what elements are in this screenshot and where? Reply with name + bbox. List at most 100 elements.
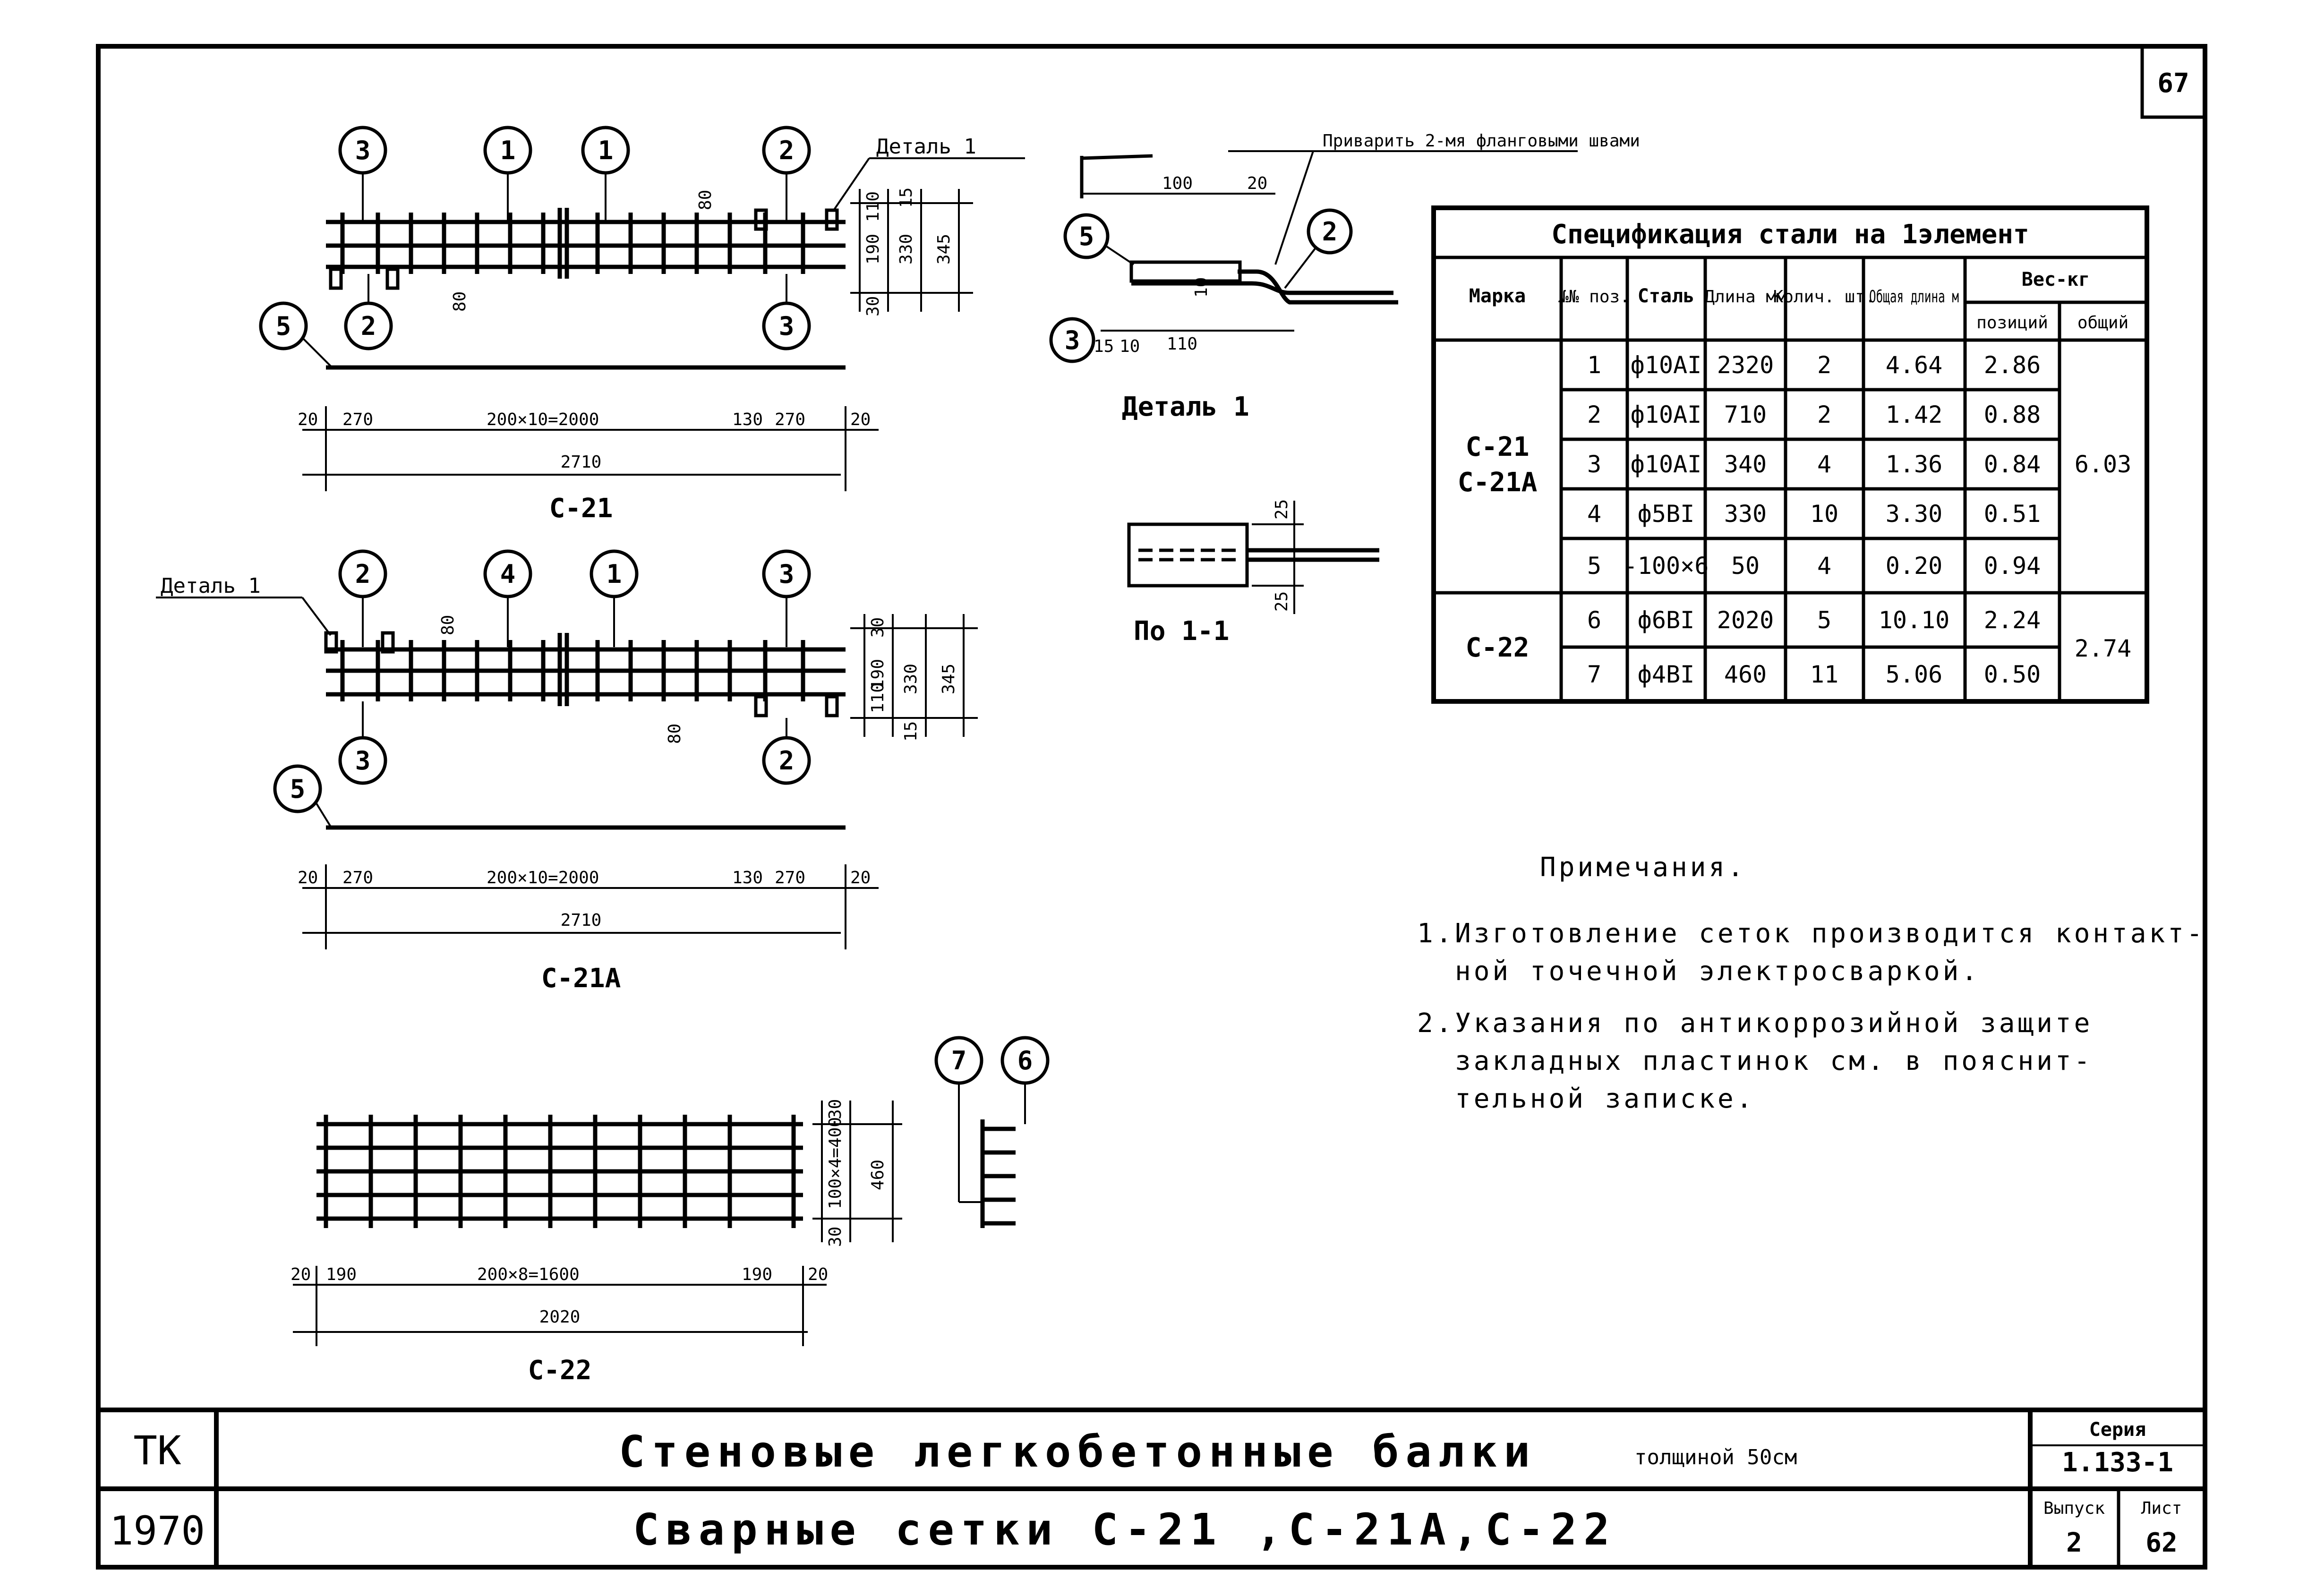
mark-cell: С-21А — [1458, 467, 1538, 498]
section-dim: 25 — [1272, 499, 1291, 520]
table-row: 4 ф5ВI 330 10 3.30 0.51 — [1587, 500, 2041, 528]
drawing-label: С-22 — [528, 1355, 592, 1386]
dim-bottom: 200×10=2000 — [487, 410, 599, 429]
drawing-c21: 3 1 1 2 Деталь 1 80 — [259, 126, 1025, 524]
dim-right: 345 — [939, 664, 958, 694]
dim-bottom: 20 — [850, 410, 871, 429]
bubble-label: 2 — [355, 559, 371, 589]
detail-dim: 110 — [1167, 334, 1197, 354]
bubble-label: 2 — [1322, 217, 1338, 247]
drawing-c22: 30 100×4=400 30 460 7 6 20 190 200×8=160… — [291, 1036, 1050, 1386]
bubble-label: 5 — [1079, 222, 1094, 251]
bubble-label: 2 — [779, 136, 795, 165]
series-value: 1.133-1 — [2062, 1447, 2173, 1478]
dim-right: 100×4=400 — [826, 1117, 845, 1209]
bubble-label: 1 — [598, 136, 614, 165]
bubble-label: 1 — [607, 559, 622, 589]
cell-total-length: 1.36 — [1886, 451, 1942, 478]
dim-right: 15 — [897, 188, 916, 208]
cell-length: 50 — [1731, 552, 1760, 580]
dim-bottom: 20 — [291, 1265, 311, 1284]
detail-note: Приварить 2-мя фланговыми швами — [1323, 131, 1640, 151]
dim-right: 30 — [826, 1099, 845, 1119]
bubble-label: 3 — [1065, 325, 1080, 355]
sheet-label: Лист — [2141, 1499, 2182, 1518]
cell-steel: ф6ВI — [1638, 606, 1694, 634]
cell-pos: 2 — [1587, 401, 1601, 428]
cell-steel: ф10АI — [1631, 451, 1702, 478]
notes: Примечания. 1. Изготовление сеток произв… — [1417, 852, 2203, 1114]
cell-total-length: 10.10 — [1879, 606, 1950, 634]
dim-right: 190 — [868, 659, 888, 690]
dim-right: 190 — [863, 234, 883, 265]
cell-weight: 2.24 — [1984, 606, 2041, 634]
year: 1970 — [110, 1508, 205, 1554]
cell-pos: 3 — [1587, 451, 1601, 478]
cell-steel: ф10АI — [1631, 401, 1702, 428]
bubble-label: 3 — [779, 311, 795, 341]
cell-weight: 0.50 — [1984, 661, 2041, 688]
cell-total-length: 4.64 — [1886, 351, 1942, 379]
dim-bottom: 270 — [342, 410, 373, 429]
dim-right: 345 — [934, 234, 954, 265]
table-row: 1 ф10АI 2320 2 4.64 2.86 — [1587, 351, 2041, 379]
dim-right: 15 — [901, 721, 921, 742]
sheet-number: 67 — [2157, 68, 2189, 99]
cell-weight: 2.86 — [1984, 351, 2041, 379]
cell-pos: 7 — [1587, 661, 1601, 688]
cell-qty: 2 — [1817, 401, 1831, 428]
dim-right: 330 — [897, 234, 916, 265]
col-header: Колич. шт. — [1773, 287, 1876, 307]
bubble-label: 3 — [355, 136, 371, 165]
dim-bottom: 130 — [732, 868, 763, 888]
dim-bottom: 130 — [732, 410, 763, 429]
dim-bottom: 20 — [298, 868, 318, 888]
dim-right: 110 — [863, 191, 883, 222]
table-row: 2 ф10АI 710 2 1.42 0.88 — [1587, 401, 2041, 428]
dim-inner-2: 80 — [450, 291, 470, 312]
mark-cell: С-21 — [1466, 432, 1530, 462]
dim-bottom: 200×10=2000 — [487, 868, 599, 888]
cell-weight: 0.84 — [1984, 451, 2041, 478]
cell-qty: 10 — [1810, 500, 1838, 528]
cell-weight: 0.51 — [1984, 500, 2041, 528]
table-row: 7 ф4ВI 460 11 5.06 0.50 — [1587, 661, 2041, 688]
spec-table: Спецификация стали на 1элемент Марка №№ … — [1431, 205, 2149, 704]
detail-dim: 15 — [1094, 337, 1114, 356]
dim-right: 460 — [868, 1160, 888, 1190]
dim-bottom: 190 — [742, 1265, 772, 1284]
note-line: ной точечной электросваркой. — [1455, 956, 1980, 987]
dim-bottom: 190 — [326, 1265, 357, 1284]
dim-right: 30 — [826, 1227, 845, 1247]
bubble-label: 7 — [951, 1046, 967, 1075]
cell-pos: 5 — [1587, 552, 1601, 580]
cell-qty: 5 — [1817, 606, 1831, 634]
notes-heading: Примечания. — [1540, 852, 1746, 883]
title-block: ТК 1970 Стеновые легкобетонные балки тол… — [110, 1419, 2182, 1558]
note-line: закладных пластинок см. в пояснит- — [1455, 1046, 2093, 1076]
outer-frame — [96, 44, 2207, 1570]
bubble-label: 5 — [290, 774, 306, 804]
detail-dim: 10 — [1120, 337, 1140, 356]
bubble-label: 5 — [276, 311, 291, 341]
cell-length: 2020 — [1717, 606, 1774, 634]
dim-right: 30 — [868, 617, 888, 638]
cell-qty: 4 — [1817, 451, 1831, 478]
col-header: №№ поз. — [1558, 287, 1630, 307]
dim-inner-2: 80 — [665, 724, 684, 744]
col-header: Вес-кг — [2022, 269, 2090, 290]
bubble — [259, 301, 308, 350]
dim-total: 2710 — [561, 452, 602, 472]
cell-length: 330 — [1724, 500, 1767, 528]
dim-bottom: 20 — [298, 410, 318, 429]
dim-inner: 80 — [438, 615, 458, 635]
title-sub: Сварные сетки С-21 ,С-21А,С-22 — [633, 1504, 1616, 1555]
dim-right: 30 — [863, 296, 883, 316]
bubble-label: 4 — [500, 559, 516, 589]
section-label: По 1-1 — [1134, 616, 1229, 647]
cell-qty: 2 — [1817, 351, 1831, 379]
dim-inner: 80 — [696, 190, 715, 210]
section-1-1: 25 25 По 1-1 — [1127, 499, 1379, 647]
bubble — [1307, 208, 1353, 255]
detail-dim: 20 — [1247, 174, 1267, 193]
